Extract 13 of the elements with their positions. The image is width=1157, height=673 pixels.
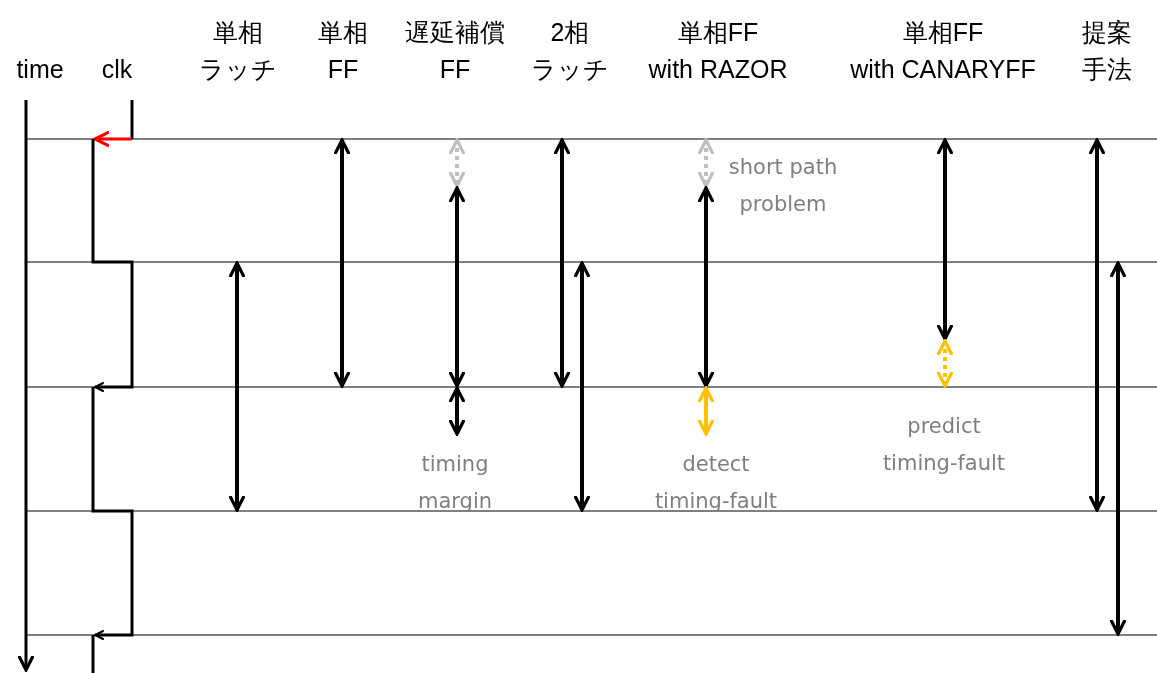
annotation: short path problem [728, 154, 838, 218]
column-heading: 単相FF with CANARYFF [850, 17, 1036, 85]
column-heading: 単相FF with RAZOR [648, 17, 788, 85]
axis-label: time [16, 54, 64, 85]
annotation: timing margin [417, 451, 493, 515]
annotation: detect timing-fault [654, 451, 778, 515]
column-heading: 遅延補償FF [405, 17, 505, 85]
column-heading: 単相FF [318, 17, 368, 85]
signal-label: clk [101, 54, 133, 85]
column-heading: 提案手法 [1082, 17, 1132, 85]
column-heading: 単相ラッチ [199, 17, 277, 85]
annotation: predict timing-fault [882, 413, 1006, 477]
column-heading: 2相ラッチ [531, 17, 609, 85]
